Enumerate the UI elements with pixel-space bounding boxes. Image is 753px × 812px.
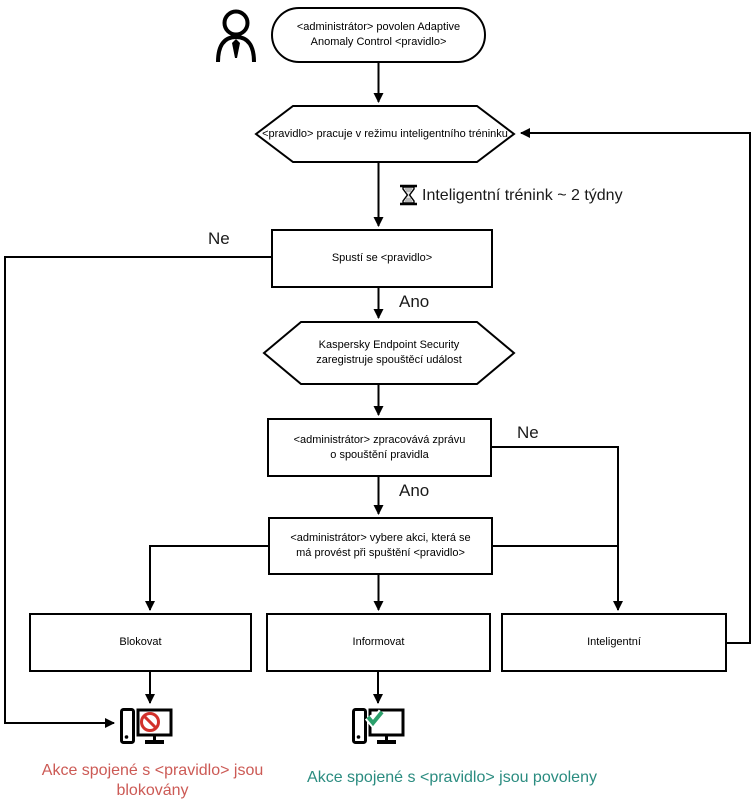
training-mode-label: <pravidlo> pracuje v režimu inteligentní… [262, 127, 508, 140]
outcome-blocked-caption: Akce spojené s <pravidlo> jsou blokovány [41, 762, 264, 799]
register-event-hexagon [262, 321, 516, 385]
computer-blocked-icon [120, 708, 173, 744]
action-inform-label: Informovat [352, 636, 405, 649]
action-block-box [29, 613, 252, 672]
admin-report-box [267, 418, 492, 477]
choose-action-label: <administrátor> vybere akci, která se má… [290, 532, 471, 559]
administrator-icon [216, 9, 256, 63]
report-no-label: Ne [517, 423, 539, 442]
trigger-yes-label: Ano [399, 292, 430, 311]
register-event-label: Kaspersky Endpoint Security zaregistruje… [316, 339, 462, 366]
rule-triggered-label: Spustí se <pravidlo> [331, 252, 433, 265]
action-inform-box [266, 613, 491, 672]
hourglass-icon [400, 184, 417, 206]
choose-action-box [268, 517, 493, 575]
connector-choose-to-block [145, 545, 269, 611]
admin-report-label: <administrátor> zpracovává zprávu o spou… [293, 433, 466, 461]
checkmark-icon [364, 709, 386, 730]
action-smart-label: Inteligentní [587, 636, 641, 649]
node-shapes [29, 7, 727, 672]
training-mode-hexagon [254, 105, 516, 163]
outcome-allowed-caption: Akce spojené s <pravidlo> jsou povoleny [307, 769, 597, 786]
action-block-label: Blokovat [119, 636, 162, 649]
connector-smart-feedback-loop [520, 128, 751, 644]
rule-triggered-box [271, 229, 493, 288]
report-yes-label: Ano [399, 481, 430, 500]
training-duration-note: Inteligentní trénink ~ 2 týdny [422, 187, 623, 204]
start-node-shape [271, 7, 486, 63]
connector-report-no-to-smart [491, 446, 623, 611]
computer-allowed-icon [352, 708, 405, 744]
connector-trigger-no-to-blocked [4, 256, 272, 728]
prohibited-sign-icon [140, 712, 160, 732]
action-smart-box [501, 613, 727, 672]
trigger-no-label: Ne [208, 229, 230, 248]
connector-lines [4, 62, 751, 728]
start-node-label: <administrátor> povolen Adaptive Anomaly… [296, 21, 461, 48]
